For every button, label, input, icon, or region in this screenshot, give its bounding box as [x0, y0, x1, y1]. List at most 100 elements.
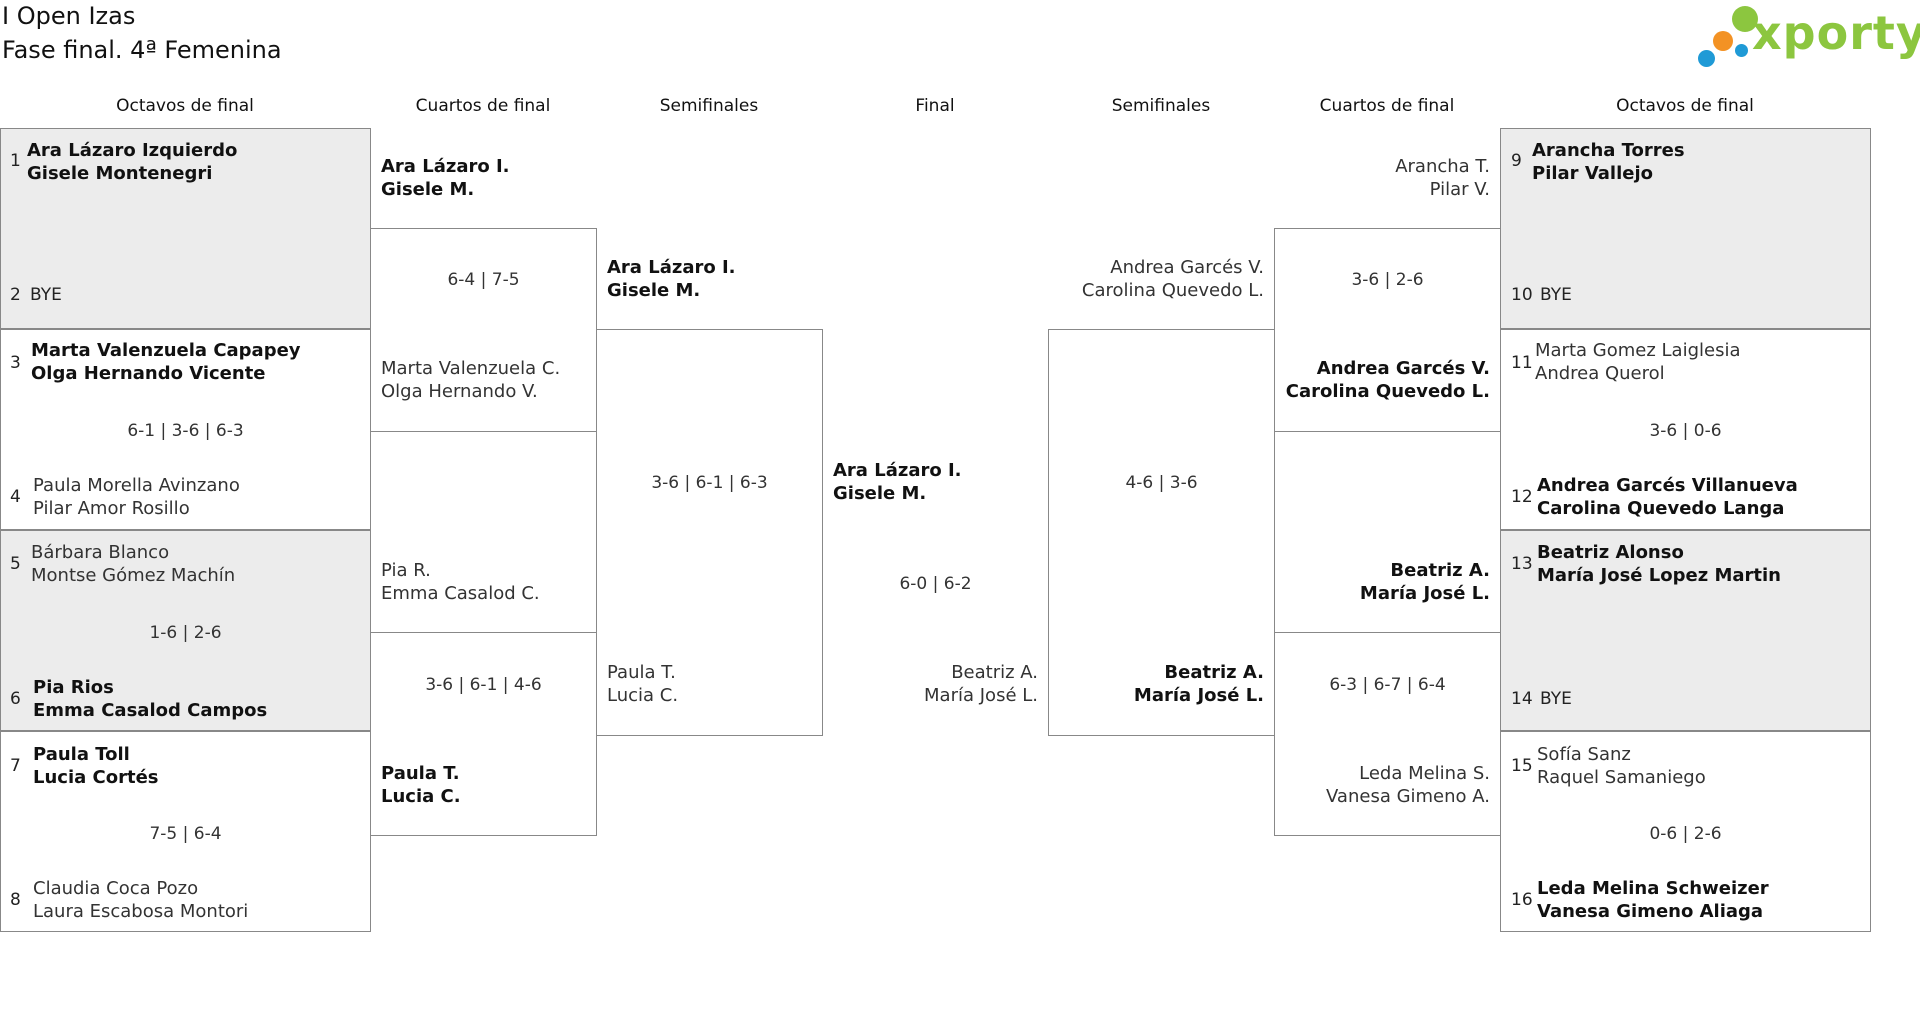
team-name: Vanesa Gimeno A.	[1326, 786, 1490, 807]
team-name: Lucia Cortés	[33, 767, 159, 788]
match-score: 6-3 | 6-7 | 6-4	[1329, 675, 1446, 695]
team-name: Gisele M.	[381, 179, 475, 200]
match-r16-left-1	[0, 128, 371, 329]
seed-number: 3	[10, 353, 21, 373]
match-score: 6-4 | 7-5	[447, 270, 520, 290]
match-score: 6-1 | 3-6 | 6-3	[127, 421, 244, 441]
team-name: Emma Casalod C.	[381, 583, 540, 604]
team-name: Laura Escabosa Montori	[33, 901, 249, 922]
team-name: Arancha T.	[1395, 156, 1490, 177]
round-header-qf-right: Cuartos de final	[1319, 96, 1455, 116]
match-r16-right-3	[1500, 530, 1871, 731]
logo-text: xporty	[1752, 6, 1920, 60]
team-name: Beatriz Alonso	[1537, 542, 1684, 563]
team-name: Ara Lázaro I.	[381, 156, 510, 177]
team-name: Ara Lázaro I.	[833, 460, 962, 481]
round-header-sf-right: Semifinales	[1111, 96, 1211, 116]
team-name: Andrea Garcés Villanueva	[1537, 475, 1798, 496]
team-name: Lucia C.	[381, 786, 461, 807]
match-r16-left-3	[0, 530, 371, 731]
match-r16-right-1	[1500, 128, 1871, 329]
match-r16-right-4	[1500, 731, 1871, 932]
team-name: Paula T.	[381, 763, 460, 784]
match-score: 6-0 | 6-2	[899, 574, 972, 594]
team-name: Pia Rios	[33, 677, 114, 698]
round-header-r16-right: Octavos de final	[1616, 96, 1754, 116]
team-name: Olga Hernando Vicente	[31, 363, 266, 384]
seed-number: 12	[1511, 487, 1533, 507]
seed-number: 9	[1511, 151, 1522, 171]
team-name: Leda Melina S.	[1359, 763, 1490, 784]
round-header-sf-left: Semifinales	[659, 96, 759, 116]
team-name: Pilar Vallejo	[1532, 163, 1653, 184]
team-name: María José L.	[1133, 685, 1264, 706]
match-score: 3-6 | 6-1 | 6-3	[651, 473, 768, 493]
team-name: Andrea Garcés V.	[1110, 257, 1264, 278]
seed-number: 7	[10, 756, 21, 776]
team-name: Carolina Quevedo L.	[1285, 381, 1490, 402]
seed-number: 15	[1511, 756, 1533, 776]
seed-number: 2	[10, 285, 21, 305]
team-name: Ara Lázaro I.	[607, 257, 736, 278]
team-name: Olga Hernando V.	[381, 381, 538, 402]
seed-number: 6	[10, 689, 21, 709]
team-name: Marta Gomez Laiglesia	[1535, 340, 1741, 361]
team-name: Andrea Garcés V.	[1316, 358, 1490, 379]
team-name: Claudia Coca Pozo	[33, 878, 199, 899]
team-name: Gisele M.	[833, 483, 927, 504]
seed-number: 14	[1511, 689, 1533, 709]
team-name: Bárbara Blanco	[31, 542, 170, 563]
seed-number: 16	[1511, 890, 1533, 910]
team-name: Andrea Querol	[1535, 363, 1665, 384]
seed-number: 13	[1511, 554, 1533, 574]
team-name: Sofía Sanz	[1537, 744, 1631, 765]
match-sf-right	[1048, 329, 1275, 736]
seed-number: 10	[1511, 285, 1533, 305]
seed-number: 4	[10, 487, 21, 507]
seed-number: 1	[10, 151, 21, 171]
xporty-logo: xporty	[1698, 4, 1920, 70]
team-name: Gisele Montenegri	[27, 163, 213, 184]
match-score: 0-6 | 2-6	[1649, 824, 1722, 844]
bye-label: BYE	[1540, 689, 1572, 709]
team-name: Lucia C.	[607, 685, 679, 706]
round-header-final: Final	[915, 96, 955, 116]
team-name: Carolina Quevedo Langa	[1537, 498, 1785, 519]
match-score: 3-6 | 2-6	[1351, 270, 1424, 290]
team-name: María José Lopez Martin	[1537, 565, 1781, 586]
team-name: Pia R.	[381, 560, 431, 581]
round-header-qf-left: Cuartos de final	[415, 96, 551, 116]
team-name: Arancha Torres	[1532, 140, 1685, 161]
logo-dot-icon	[1732, 6, 1758, 32]
tournament-title: I Open Izas	[2, 2, 136, 30]
match-score: 1-6 | 2-6	[149, 623, 222, 643]
team-name: Beatriz A.	[951, 662, 1038, 683]
team-name: Ara Lázaro Izquierdo	[27, 140, 238, 161]
team-name: Montse Gómez Machín	[31, 565, 236, 586]
match-score: 3-6 | 0-6	[1649, 421, 1722, 441]
seed-number: 11	[1511, 353, 1533, 373]
team-name: Beatriz A.	[1390, 560, 1490, 581]
team-name: Leda Melina Schweizer	[1537, 878, 1769, 899]
bye-label: BYE	[1540, 285, 1572, 305]
phase-subtitle: Fase final. 4ª Femenina	[2, 36, 282, 64]
team-name: Emma Casalod Campos	[33, 700, 268, 721]
team-name: María José L.	[924, 685, 1038, 706]
team-name: Marta Valenzuela Capapey	[31, 340, 301, 361]
seed-number: 5	[10, 554, 21, 574]
team-name: Beatriz A.	[1164, 662, 1264, 683]
logo-dot-icon	[1713, 31, 1733, 51]
team-name: Paula T.	[607, 662, 676, 683]
team-name: María José L.	[1359, 583, 1490, 604]
team-name: Pilar Amor Rosillo	[33, 498, 190, 519]
team-name: Paula Toll	[33, 744, 130, 765]
match-score: 7-5 | 6-4	[149, 824, 222, 844]
seed-number: 8	[10, 890, 21, 910]
logo-dot-icon	[1698, 50, 1715, 67]
team-name: Marta Valenzuela C.	[381, 358, 561, 379]
team-name: Paula Morella Avinzano	[33, 475, 240, 496]
team-name: Gisele M.	[607, 280, 701, 301]
match-r16-right-2	[1500, 329, 1871, 530]
logo-dot-icon	[1735, 44, 1748, 57]
team-name: Pilar V.	[1429, 179, 1490, 200]
